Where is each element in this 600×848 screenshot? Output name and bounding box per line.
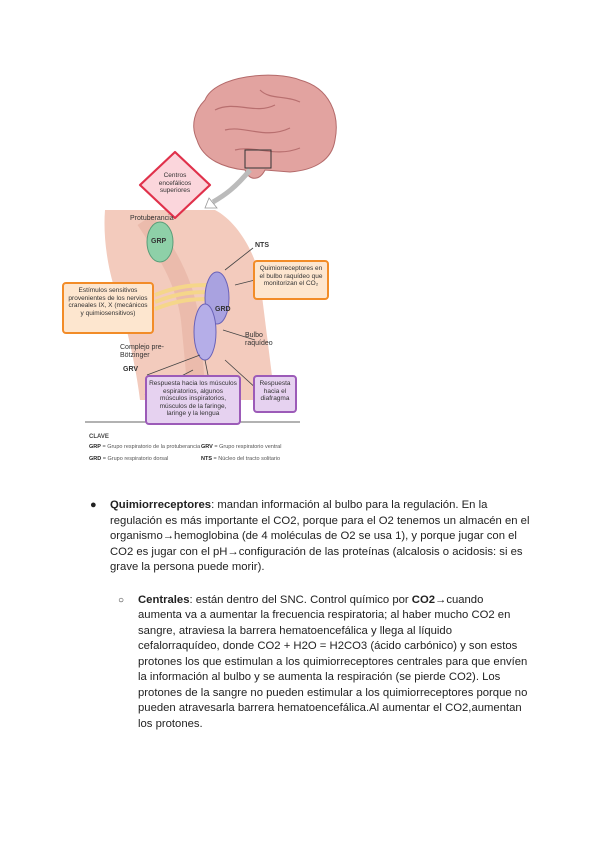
quimiorreceptores-description: : mandan información al bulbo para la re… [110, 499, 530, 573]
grp-label: GRP [151, 238, 167, 245]
grv-node [193, 303, 217, 361]
zoom-box [244, 149, 272, 169]
term-co2: CO2 [411, 593, 436, 606]
quimio-box: Quimiorreceptores en el bulbo raquídeo q… [253, 260, 329, 300]
brainstem-illustration [85, 74, 337, 423]
brainstem-figure: Centros encefálicos superiores Protubera… [62, 70, 405, 462]
key-title: CLAVE [89, 434, 109, 440]
key-nts: NTS = Núcleo del tracto solitario [201, 456, 281, 462]
bullet-quimiorreceptores: ● Quimiorreceptores: mandan información … [90, 498, 530, 576]
higher-centers-diamond [138, 150, 212, 220]
key-grv: GRV = Grupo respiratorio ventral [201, 444, 282, 450]
musculos-box: Respuesta hacia los músculos espiratorio… [145, 375, 241, 425]
term-quimiorreceptores: Quimiorreceptores [110, 499, 212, 511]
key-grd: GRD = Grupo respiratorio dorsal [89, 456, 169, 462]
grd-label: GRD [215, 306, 231, 313]
term-centrales: Centrales [138, 593, 190, 606]
zoom-arrow [211, 168, 252, 205]
bullet-dot: ● [90, 499, 97, 511]
sub-bullet-circle: ○ [118, 594, 125, 606]
centrales-intro: : están dentro del SNC. Control químico … [189, 593, 412, 606]
nts-label: NTS [255, 242, 269, 249]
document-text: ● Quimiorreceptores: mandan información … [90, 498, 530, 732]
estimulos-box: Estímulos sensitivos provenientes de los… [62, 282, 154, 334]
grp-node [146, 221, 174, 263]
complejo-label: Complejo pre-Bötzinger [120, 344, 164, 359]
grv-label: GRV [123, 366, 139, 373]
diafragma-box: Respuesta hacia el diafragma [253, 375, 297, 413]
bullet-centrales: ○ Centrales: están dentro del SNC. Contr… [90, 593, 530, 733]
protuberancia-label: Protuberancia [130, 215, 174, 222]
higher-centers-label: Centros encefálicos superiores [158, 172, 192, 194]
brain-illustration [193, 74, 337, 179]
centrales-description: →cuando aumenta va a aumentar la frecuen… [138, 593, 528, 730]
key-grp: GRP = Grupo respiratorio de la protubera… [89, 444, 201, 450]
bulbo-label: Bulbo raquídeo [245, 332, 273, 347]
